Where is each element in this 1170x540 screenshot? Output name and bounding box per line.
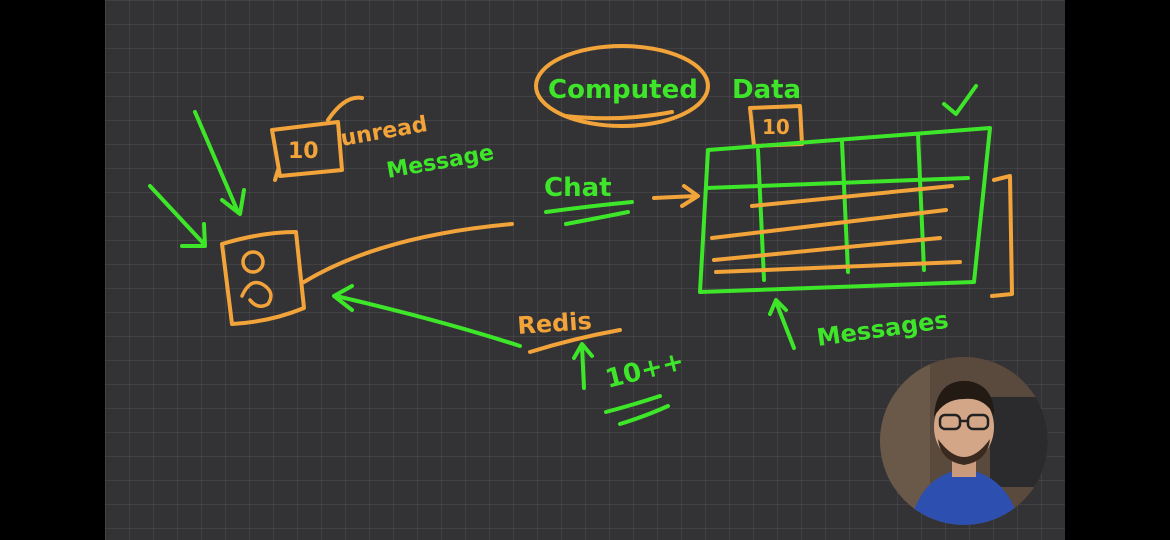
chat-label: Chat bbox=[544, 173, 612, 203]
presenter-webcam bbox=[880, 357, 1048, 525]
letterbox-left bbox=[0, 0, 105, 540]
increment-up-arrow bbox=[572, 342, 594, 390]
pointer-arrow-1 bbox=[193, 110, 246, 216]
redis-underline bbox=[528, 328, 622, 354]
computed-underline bbox=[563, 110, 674, 121]
messages-label: Messages bbox=[815, 306, 950, 352]
chat-underline-1 bbox=[544, 200, 634, 214]
data-label: Data bbox=[732, 75, 801, 105]
messages-up-arrow bbox=[768, 298, 796, 350]
computed-highlight-ellipse bbox=[534, 44, 710, 128]
unread-label-line2: Message bbox=[385, 140, 496, 183]
user-chat-connector bbox=[302, 222, 514, 284]
unread-count: 10 bbox=[288, 139, 319, 164]
redis-label: Redis bbox=[516, 307, 592, 340]
chat-to-table-arrow bbox=[652, 184, 700, 208]
computed-label: Computed bbox=[548, 75, 698, 105]
increment-underline-2 bbox=[618, 404, 670, 426]
messages-table bbox=[698, 126, 992, 294]
increment-label: 10++ bbox=[602, 346, 687, 394]
unread-label-line1: unread bbox=[339, 112, 430, 152]
user-icon bbox=[220, 230, 306, 326]
increment-underline-1 bbox=[604, 394, 662, 414]
redis-to-user-arrow bbox=[332, 284, 522, 348]
letterbox-right bbox=[1065, 0, 1170, 540]
table-bracket bbox=[990, 174, 1014, 298]
presenter-avatar bbox=[880, 357, 1048, 525]
data-count: 10 bbox=[762, 115, 790, 139]
chat-underline-2 bbox=[564, 210, 630, 226]
unread-badge bbox=[270, 95, 364, 182]
check-icon bbox=[942, 84, 978, 116]
pointer-arrow-2 bbox=[148, 184, 207, 248]
